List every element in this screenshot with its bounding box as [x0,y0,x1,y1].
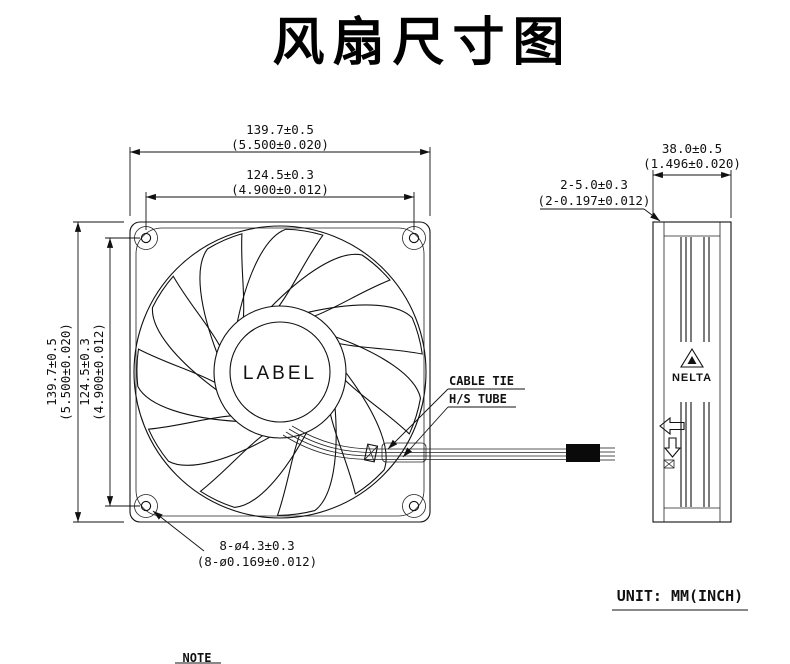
hub-label: LABEL [243,363,317,384]
dim-flange-in: (2-0.197±0.012) [538,193,651,208]
cable-callouts: CABLE TIE H/S TUBE [387,374,525,458]
dim-height-in: (5.500±0.020) [58,323,73,421]
connector-pins [600,447,615,461]
dim-height-mm: 139.7±0.5 [44,338,59,406]
footer: UNIT: MM(INCH) NOTE [175,587,748,664]
mounting-holes-in: (8-ø0.169±0.012) [197,554,317,569]
connector [566,444,600,462]
dim-flange-mm: 2-5.0±0.3 [560,177,628,192]
dimension-hole-pitch-horizontal: 124.5±0.3 (4.900±0.012) [145,167,415,230]
venturi-circle [133,225,427,519]
cable-tie-clip [363,443,379,463]
airflow-direction-arrow [659,416,685,436]
tie-wrap-mark [663,459,675,469]
hs-tube-sleeve [381,442,427,463]
wire-assembly [282,425,615,463]
fan-front-view: LABEL [129,221,431,523]
note-label: NOTE [183,651,212,664]
fan-side-view: NELTA [652,221,732,523]
brand-logo: NELTA [672,347,712,384]
mounting-holes-callout: 8-ø4.3±0.3 (8-ø0.169±0.012) [152,510,317,569]
dim-hole-pitch-v-mm: 124.5±0.3 [77,338,92,406]
mounting-holes-mm: 8-ø4.3±0.3 [219,538,294,553]
dimension-height-outer: 139.7±0.5 (5.500±0.020) [44,221,124,523]
brand-name: NELTA [672,372,712,384]
rotation-direction-arrow [663,437,682,458]
dimension-flange: 2-5.0±0.3 (2-0.197±0.012) [538,177,661,222]
dim-hole-pitch-v-in: (4.900±0.012) [91,323,106,421]
dim-depth-in: (1.496±0.020) [643,156,741,171]
hs-tube-label: H/S TUBE [449,392,507,406]
dim-width-in: (5.500±0.020) [231,137,329,152]
page-title: 风扇尺寸图 [272,14,573,72]
side-ribs-top [680,237,710,342]
dimension-depth: 38.0±0.5 (1.496±0.020) [643,141,741,218]
fan-hub: LABEL [213,305,347,439]
unit-label: UNIT: MM(INCH) [617,587,743,605]
mounting-hole-bottom-right [402,494,426,518]
dim-depth-mm: 38.0±0.5 [662,141,722,156]
dimension-width-outer: 139.7±0.5 (5.500±0.020) [129,122,431,216]
cable-tie-label: CABLE TIE [449,374,514,388]
side-ribs-bottom [680,402,710,507]
dimension-hole-pitch-vertical: 124.5±0.3 (4.900±0.012) [77,237,140,507]
dim-hole-pitch-h-in: (4.900±0.012) [231,182,329,197]
dim-hole-pitch-h-mm: 124.5±0.3 [246,167,314,182]
dim-width-mm: 139.7±0.5 [246,122,314,137]
